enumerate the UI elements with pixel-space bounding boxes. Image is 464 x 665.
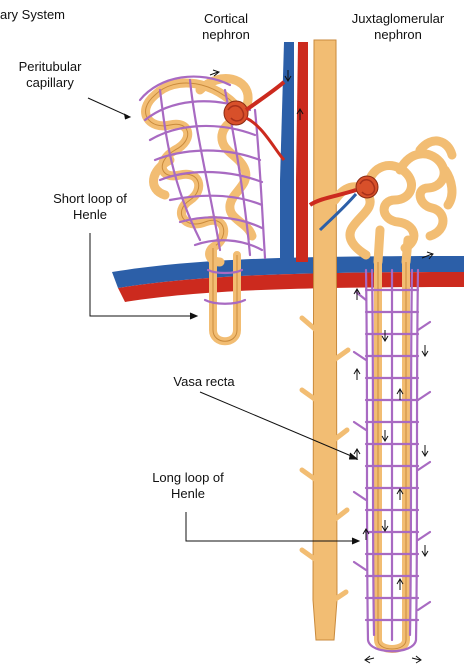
juxtaglomerular-nephron-tubules xyxy=(335,141,452,262)
juxtaglomerular-nephron-label: Juxtaglomerular nephron xyxy=(342,11,454,43)
short-loop-label-line1: Short loop of xyxy=(38,191,142,207)
short-loop-label-line2: Henle xyxy=(38,207,142,223)
juxta-label-line2: nephron xyxy=(342,27,454,43)
collecting-duct xyxy=(313,40,337,640)
short-loop-of-henle-label: Short loop of Henle xyxy=(38,191,142,223)
cortical-nephron-label: Cortical nephron xyxy=(186,11,266,43)
cortical-glomerulus xyxy=(224,82,284,160)
vasa-recta-label: Vasa recta xyxy=(164,374,244,390)
peritubular-label-line1: Peritubular xyxy=(5,59,95,75)
juxta-label-line1: Juxtaglomerular xyxy=(342,11,454,27)
long-loop-label-line2: Henle xyxy=(138,486,238,502)
interlobular-vein xyxy=(280,42,294,262)
peritubular-label-line2: capillary xyxy=(5,75,95,91)
interlobular-artery xyxy=(296,42,308,262)
long-loop-label-line1: Long loop of xyxy=(138,470,238,486)
long-loop-of-henle-label: Long loop of Henle xyxy=(138,470,238,502)
cortical-label-line2: nephron xyxy=(186,27,266,43)
peritubular-capillary-label: Peritubular capillary xyxy=(5,59,95,91)
vasa-recta-network xyxy=(354,270,430,651)
cortical-label-line1: Cortical xyxy=(186,11,266,27)
peritubular-pointer xyxy=(88,98,128,116)
header-text: ary System xyxy=(0,7,65,23)
